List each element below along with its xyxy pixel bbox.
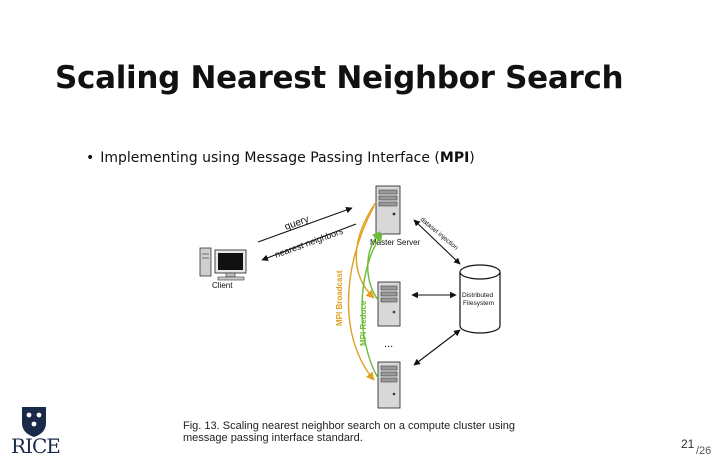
filesystem-worker2-arrow <box>413 329 461 366</box>
mpi-broadcast-curve <box>355 201 377 299</box>
bullet-item: • Implementing using Message Passing Inte… <box>86 150 475 166</box>
cluster-diagram: Client Master Server ... <box>199 185 501 409</box>
bullet-emphasis: MPI <box>439 150 470 166</box>
page-total: /26 <box>696 445 712 457</box>
master-server-label: Master Server <box>370 238 421 247</box>
database-icon <box>459 264 501 334</box>
filesystem-label-line2: Filesystem <box>463 300 494 307</box>
page-number: 21 <box>681 437 695 451</box>
bullet-text: Implementing using Message Passing Inter… <box>100 150 440 166</box>
rice-shield-icon <box>22 407 46 437</box>
slide-title: Scaling Nearest Neighbor Search <box>55 60 624 96</box>
caption-line: message passing interface standard. <box>183 432 363 444</box>
client-computer-icon <box>199 247 247 281</box>
neighbors-arrow <box>261 223 357 261</box>
query-label: query <box>283 214 310 233</box>
neighbors-label: nearest neighbors <box>273 226 345 260</box>
bullet-dot: • <box>86 150 95 166</box>
mpi-broadcast-curve <box>347 205 375 381</box>
ellipsis: ... <box>384 338 393 350</box>
figure-caption: Fig. 13. Scaling nearest neighbor search… <box>183 420 543 444</box>
query-arrow <box>257 206 353 243</box>
master-server-icon <box>375 185 401 235</box>
mpi-reduce-curve <box>361 233 383 379</box>
bullet-suffix: ) <box>469 150 475 166</box>
worker-node-icon <box>377 361 401 409</box>
rice-logo-text: RICE <box>11 434 61 458</box>
worker-node-icon <box>377 281 401 327</box>
client-label: Client <box>212 281 233 290</box>
filesystem-label-line1: Distributed <box>462 292 493 299</box>
dataset-injection-label: dataset injection <box>419 216 460 252</box>
dataset-injection-arrow <box>413 219 461 265</box>
mpi-reduce-label: MPI Reduce <box>359 300 368 346</box>
mpi-broadcast-label: MPI Broadcast <box>335 270 344 326</box>
caption-line: Fig. 13. Scaling nearest neighbor search… <box>183 420 516 432</box>
